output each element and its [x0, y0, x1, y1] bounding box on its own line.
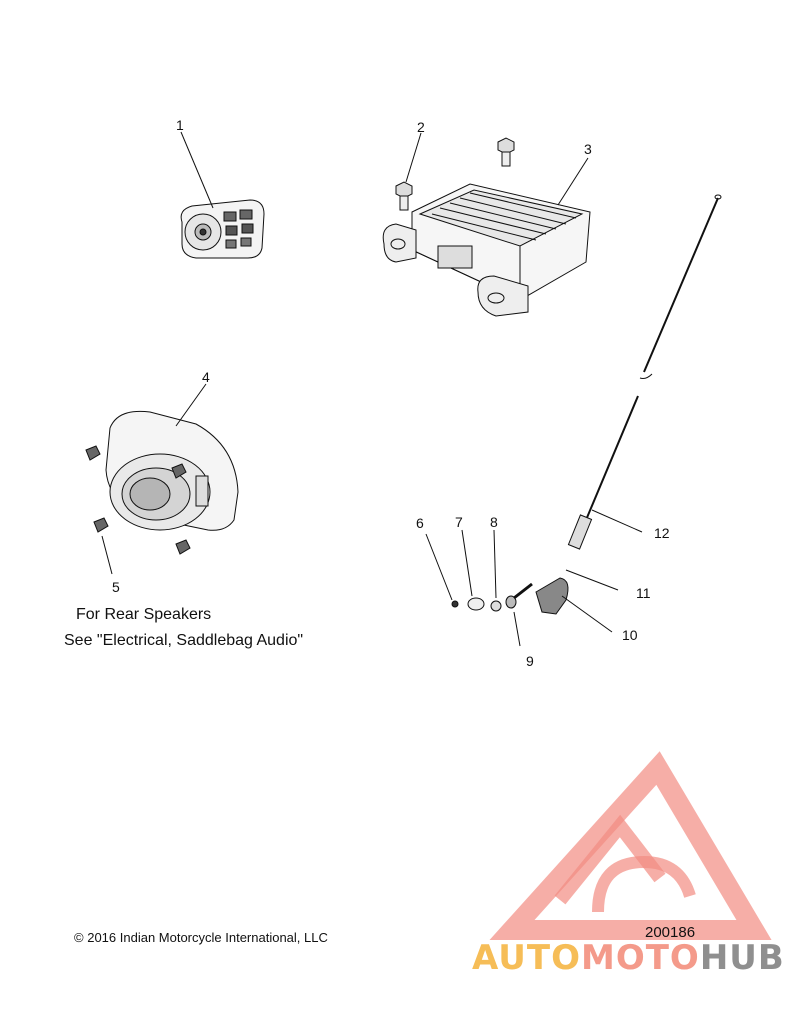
callout-1: 1 [176, 117, 184, 133]
mounting-bolt-part [395, 132, 515, 211]
copyright-notice: © 2016 Indian Motorcycle International, … [74, 930, 328, 945]
callout-6: 6 [416, 515, 424, 531]
amplifier-module-part [382, 157, 591, 317]
callout-4: 4 [202, 369, 210, 385]
rear-speakers-note: For Rear Speakers [76, 606, 212, 623]
copyright-symbol: © [74, 930, 84, 945]
brand-part-hub: HUB [699, 938, 785, 978]
copyright-text: 2016 Indian Motorcycle International, LL… [87, 930, 328, 945]
diagram-number: 200186 [645, 924, 696, 941]
watermark-brand: AUTOMOTOHUB [472, 938, 785, 978]
callout-8: 8 [490, 514, 498, 530]
antenna-base-hardware-part [425, 529, 613, 647]
watermark-logo-mark [489, 751, 772, 940]
callout-12: 12 [654, 525, 670, 541]
brand-part-moto: MOTO [580, 938, 700, 978]
antenna-mast-part [565, 194, 722, 591]
callout-2: 2 [417, 119, 425, 135]
speaker-screw-part [85, 445, 191, 575]
speaker-part [105, 383, 239, 531]
callout-3: 3 [584, 141, 592, 157]
brand-part-auto: AUTO [472, 938, 581, 978]
callout-11: 11 [636, 585, 651, 601]
control-switch-part [180, 131, 265, 259]
callout-10: 10 [622, 627, 638, 643]
saddlebag-audio-reference: See "Electrical, Saddlebag Audio" [64, 632, 304, 649]
callout-9: 9 [526, 653, 534, 669]
callout-7: 7 [455, 514, 463, 530]
callout-5: 5 [112, 579, 120, 595]
